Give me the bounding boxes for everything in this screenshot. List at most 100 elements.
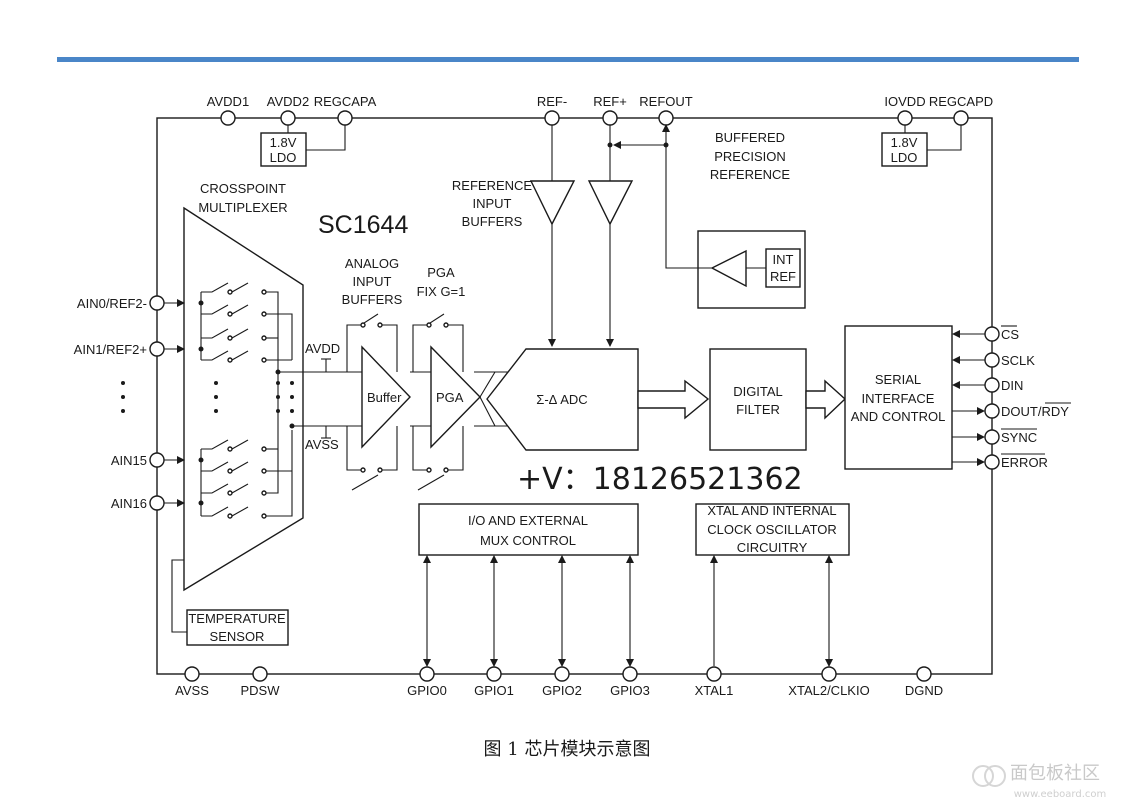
- pga-bypass-switches: [412, 313, 464, 491]
- label-sync: SYNC: [1001, 430, 1037, 445]
- pin-gpio0: [419, 666, 435, 682]
- label-xtal1: XTAL1: [695, 683, 734, 698]
- xtal-line1: XTAL AND INTERNAL: [707, 503, 836, 518]
- analog-buffers-line3: BUFFERS: [342, 292, 403, 307]
- serial-line2: INTERFACE: [862, 391, 935, 406]
- pin-ref-plus: [602, 110, 618, 126]
- pin-dout: [984, 403, 1000, 419]
- label-cs: CS: [1001, 327, 1019, 342]
- pin-avss: [184, 666, 200, 682]
- label-ain16: AIN16: [111, 496, 147, 511]
- pga-amplifier: [430, 345, 481, 449]
- pin-din: [984, 377, 1000, 393]
- pga-label-line2: FIX G=1: [417, 284, 466, 299]
- int-ref-buffer: [710, 249, 747, 288]
- buffered-ref-line3: REFERENCE: [710, 167, 791, 182]
- pin-gpio3: [622, 666, 638, 682]
- label-sclk: SCLK: [1001, 353, 1035, 368]
- pin-gpio2: [554, 666, 570, 682]
- temperature-sensor-box: [186, 609, 289, 646]
- ldo-left-line1: 1.8V: [270, 135, 297, 150]
- figure-caption: 图 1 芯片模块示意图: [484, 739, 651, 760]
- label-din: DIN: [1001, 378, 1023, 393]
- pin-ain1: [149, 341, 165, 357]
- ref-buffers-line3: BUFFERS: [462, 214, 523, 229]
- phone-overlay: +V：18126521362: [517, 462, 803, 497]
- label-ain0: AIN0/REF2-: [77, 296, 147, 311]
- mux-switches-bottom: [198, 360, 293, 519]
- pin-xtal2: [821, 666, 837, 682]
- header-bar: [57, 57, 1079, 62]
- chip-outline: [156, 117, 993, 675]
- int-ref-outer-box: [697, 230, 806, 309]
- top-pins: [220, 110, 969, 126]
- xtal-line2: CLOCK OSCILLATOR: [707, 522, 837, 537]
- io-line1: I/O AND EXTERNAL: [468, 513, 588, 528]
- label-ain1: AIN1/REF2+: [74, 342, 147, 357]
- digital-filter-line2: FILTER: [736, 402, 780, 417]
- pin-cs: [984, 326, 1000, 342]
- label-iovdd: IOVDD: [884, 94, 925, 109]
- pin-pdsw: [252, 666, 268, 682]
- buffer-amplifier: [361, 345, 411, 449]
- digital-filter-box: [709, 348, 807, 451]
- ldo-left-line2: LDO: [270, 150, 297, 165]
- buffered-ref-line2: PRECISION: [714, 149, 786, 164]
- label-ref-minus: REF-: [537, 94, 567, 109]
- digital-filter-line1: DIGITAL: [733, 384, 783, 399]
- label-dout-prefix: DOUT/: [1001, 404, 1042, 419]
- buffered-ref-line1: BUFFERED: [715, 130, 785, 145]
- pin-dgnd: [916, 666, 932, 682]
- int-ref-line2: REF: [770, 269, 796, 284]
- label-dout: DOUT/RDY: [1001, 404, 1069, 419]
- pin-sclk: [984, 352, 1000, 368]
- pin-iovdd: [897, 110, 913, 126]
- pin-refout: [658, 110, 674, 126]
- label-refout: REFOUT: [639, 94, 693, 109]
- ellipsis-dots: [121, 381, 294, 413]
- pin-ain16: [149, 495, 165, 511]
- label-dgnd: DGND: [905, 683, 943, 698]
- mux-switches-top: [198, 282, 293, 363]
- label-error: ERROR: [1001, 455, 1048, 470]
- label-xtal2: XTAL2/CLKIO: [788, 683, 869, 698]
- pin-regcapa: [337, 110, 353, 126]
- pin-gpio1: [486, 666, 502, 682]
- label-ain15: AIN15: [111, 453, 147, 468]
- crosspoint-multiplexer: [183, 206, 304, 592]
- serial-interface-box: [844, 325, 953, 470]
- serial-line3: AND CONTROL: [851, 409, 946, 424]
- crosspoint-line2: MULTIPLEXER: [198, 200, 287, 215]
- label-gpio3: GPIO3: [610, 683, 650, 698]
- pin-ain15: [149, 452, 165, 468]
- chip-name: SC1644: [318, 211, 408, 239]
- adc-label: Σ-Δ ADC: [536, 392, 587, 407]
- watermark-text: 面包板社区: [1010, 763, 1100, 784]
- pin-ref-minus: [544, 110, 560, 126]
- label-avss: AVSS: [175, 683, 209, 698]
- label-gpio0: GPIO0: [407, 683, 447, 698]
- crosspoint-line1: CROSSPOINT: [200, 181, 286, 196]
- pin-ain0: [149, 295, 165, 311]
- xtal-line3: CIRCUITRY: [737, 540, 808, 555]
- ref-buffers-line2: INPUT: [473, 196, 512, 211]
- int-ref-box: [765, 248, 801, 288]
- label-dout-rdy: RDY: [1041, 404, 1069, 419]
- analog-buffers-line1: ANALOG: [345, 256, 399, 271]
- io-mux-control-box: [418, 503, 639, 556]
- label-avdd2: AVDD2: [267, 94, 309, 109]
- filter-to-serial-arrow: [805, 379, 847, 420]
- right-pins: [984, 326, 1000, 470]
- ref-plus-buffer: [587, 180, 634, 226]
- temp-line1: TEMPERATURE: [188, 611, 286, 626]
- rail-avdd: AVDD: [305, 341, 340, 356]
- xtal-oscillator-box: [695, 503, 850, 556]
- pga-amp-label: PGA: [436, 390, 464, 405]
- pga-label-line1: PGA: [427, 265, 455, 280]
- bottom-pins: [184, 666, 932, 682]
- label-gpio2: GPIO2: [542, 683, 582, 698]
- analog-buffers-line2: INPUT: [353, 274, 392, 289]
- watermark-url: www.eeboard.com: [1014, 789, 1107, 800]
- pin-avdd1: [220, 110, 236, 126]
